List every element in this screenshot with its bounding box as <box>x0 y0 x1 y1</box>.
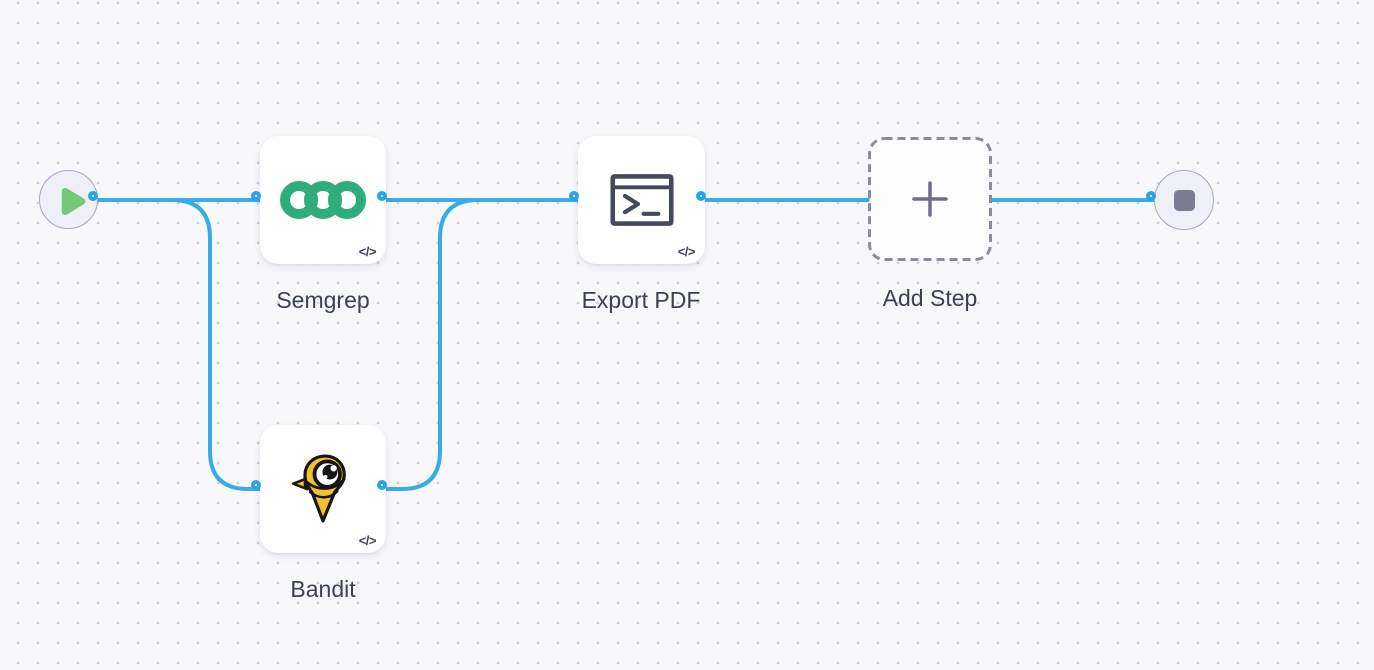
terminal-icon <box>609 174 674 226</box>
node-bandit-label: Bandit <box>290 576 356 602</box>
code-badge-icon: </> <box>358 244 377 259</box>
edge-bandit-exportpdf[interactable] <box>384 198 580 491</box>
port-start-output[interactable] <box>87 190 98 201</box>
plus-icon <box>912 181 948 217</box>
port-end-input[interactable] <box>1145 190 1156 201</box>
bandit-logo <box>291 454 346 523</box>
port-export-pdf-input[interactable] <box>568 190 579 201</box>
port-bandit-output[interactable] <box>376 479 387 490</box>
semgrep-logo <box>280 181 366 219</box>
node-add-step[interactable] <box>868 137 992 261</box>
code-badge-icon: </> <box>677 244 696 259</box>
edge-start-bandit[interactable] <box>95 198 262 491</box>
node-add-step-label: Add Step <box>882 285 978 311</box>
node-bandit[interactable]: </> <box>260 425 386 553</box>
port-bandit-input[interactable] <box>250 479 261 490</box>
play-icon <box>61 187 86 215</box>
node-export-pdf[interactable]: </> <box>578 136 705 264</box>
node-semgrep-label: Semgrep <box>276 287 370 313</box>
port-semgrep-output[interactable] <box>376 190 387 201</box>
start-node[interactable] <box>39 170 98 229</box>
port-semgrep-input[interactable] <box>250 190 261 201</box>
port-export-pdf-output[interactable] <box>695 190 706 201</box>
end-node[interactable] <box>1154 170 1214 230</box>
node-export-pdf-label: Export PDF <box>581 287 701 313</box>
code-badge-icon: </> <box>358 533 377 548</box>
stop-icon <box>1173 189 1195 211</box>
node-semgrep[interactable]: </> <box>260 136 386 264</box>
